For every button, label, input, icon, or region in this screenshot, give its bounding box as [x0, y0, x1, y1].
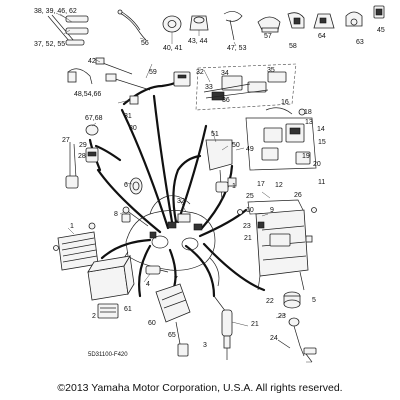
clamp-58	[287, 12, 305, 29]
callout: 2	[92, 313, 96, 320]
part-8	[121, 206, 149, 227]
callout: 25	[246, 193, 254, 200]
copyright-notice: ©2013 Yamaha Motor Corporation, U.S.A. A…	[57, 382, 343, 394]
callout: 50	[232, 142, 240, 149]
callout: 8	[114, 211, 118, 218]
callout: 1	[232, 183, 236, 190]
callout: 23	[243, 223, 251, 230]
callout: 30	[129, 125, 137, 132]
callout: 31	[124, 113, 132, 120]
fuse-box-cluster	[245, 107, 317, 171]
leader-lines	[55, 12, 312, 363]
callout: 56	[141, 40, 149, 47]
callout: 18	[304, 109, 312, 116]
callout: 17	[257, 181, 265, 188]
switch-5	[277, 317, 305, 357]
callout: 42	[88, 58, 96, 65]
cable-59	[105, 73, 151, 91]
clip-47-53	[223, 11, 243, 47]
callout: 19	[302, 153, 310, 160]
grommet-43-44	[189, 15, 209, 36]
ecu-box-4	[87, 254, 135, 319]
callout: 63	[356, 39, 364, 46]
callout: 58	[289, 43, 297, 50]
callout: 12	[275, 182, 283, 189]
clamp-57	[257, 16, 281, 33]
callout: 32	[177, 198, 185, 205]
callout: 40, 41	[163, 45, 183, 52]
callout: 13	[305, 119, 313, 126]
grommet-40-41	[162, 15, 182, 44]
harness-section-upper	[122, 71, 191, 106]
fuse-45	[373, 5, 385, 19]
callout: 32	[196, 69, 204, 76]
callout: 23	[278, 313, 286, 320]
ignition-coil-60	[155, 283, 191, 357]
clip-48	[67, 68, 93, 85]
sensor-24	[303, 347, 317, 363]
callout: 5	[312, 297, 316, 304]
spark-plug-cap-3	[213, 295, 233, 360]
callout: 34	[221, 70, 229, 77]
callout: 11	[318, 179, 325, 186]
callout: 16	[281, 99, 289, 106]
band-56	[117, 9, 147, 41]
callout: 21	[251, 321, 259, 328]
callout: 21	[244, 235, 252, 242]
callout: 65	[168, 332, 176, 339]
callout: 28	[78, 153, 86, 160]
callout: 15	[318, 139, 326, 146]
callout: 45	[377, 27, 385, 34]
callout: 47, 53	[227, 45, 247, 52]
part-7	[145, 265, 169, 275]
holder-63	[345, 11, 363, 27]
callout-labels: 38, 39, 46, 62 37, 52, 55 56 40, 41 43, …	[34, 8, 385, 349]
callout: 1	[70, 223, 74, 230]
starter-relay-21	[283, 291, 301, 309]
callout: 43, 44	[188, 38, 208, 45]
battery-box	[237, 199, 317, 291]
callout: 57	[264, 33, 272, 40]
relay-assembly-box	[195, 63, 297, 111]
callout: 38, 39, 46, 62	[34, 8, 77, 15]
callout: 6	[124, 182, 128, 189]
callout: 33	[205, 84, 213, 91]
callout: 48,54,66	[74, 91, 101, 98]
callout: 14	[317, 126, 325, 133]
callout: 64	[318, 33, 326, 40]
callout: 7	[174, 276, 178, 283]
callout: 49	[246, 146, 254, 153]
tie-42	[95, 57, 133, 75]
callout: 29	[79, 142, 87, 149]
callout: 37, 52, 55	[34, 41, 65, 48]
callout: 36	[222, 97, 230, 104]
callout: 67,68	[85, 115, 103, 122]
rectifier-regulator-1	[53, 222, 99, 271]
callout: 61	[124, 306, 132, 313]
callout: 20	[313, 161, 321, 168]
callout: 10	[246, 207, 254, 214]
wire-bundle-parts-38-39	[47, 13, 89, 46]
callout: 35	[267, 67, 275, 74]
callout: 3	[203, 342, 207, 349]
holder-64	[313, 13, 335, 29]
part-6	[129, 177, 143, 195]
sensor-28-29	[65, 124, 99, 189]
callout: 59	[149, 69, 157, 76]
callout: 9	[270, 207, 274, 214]
callout: 27	[62, 137, 70, 144]
callout: 60	[148, 320, 156, 327]
callout: 4	[146, 281, 150, 288]
callout: 22	[266, 298, 274, 305]
callout: 26	[294, 192, 302, 199]
callout: 51	[211, 131, 219, 138]
drawing-code: 5D31100-F420	[88, 352, 128, 358]
callout: 24	[270, 335, 278, 342]
